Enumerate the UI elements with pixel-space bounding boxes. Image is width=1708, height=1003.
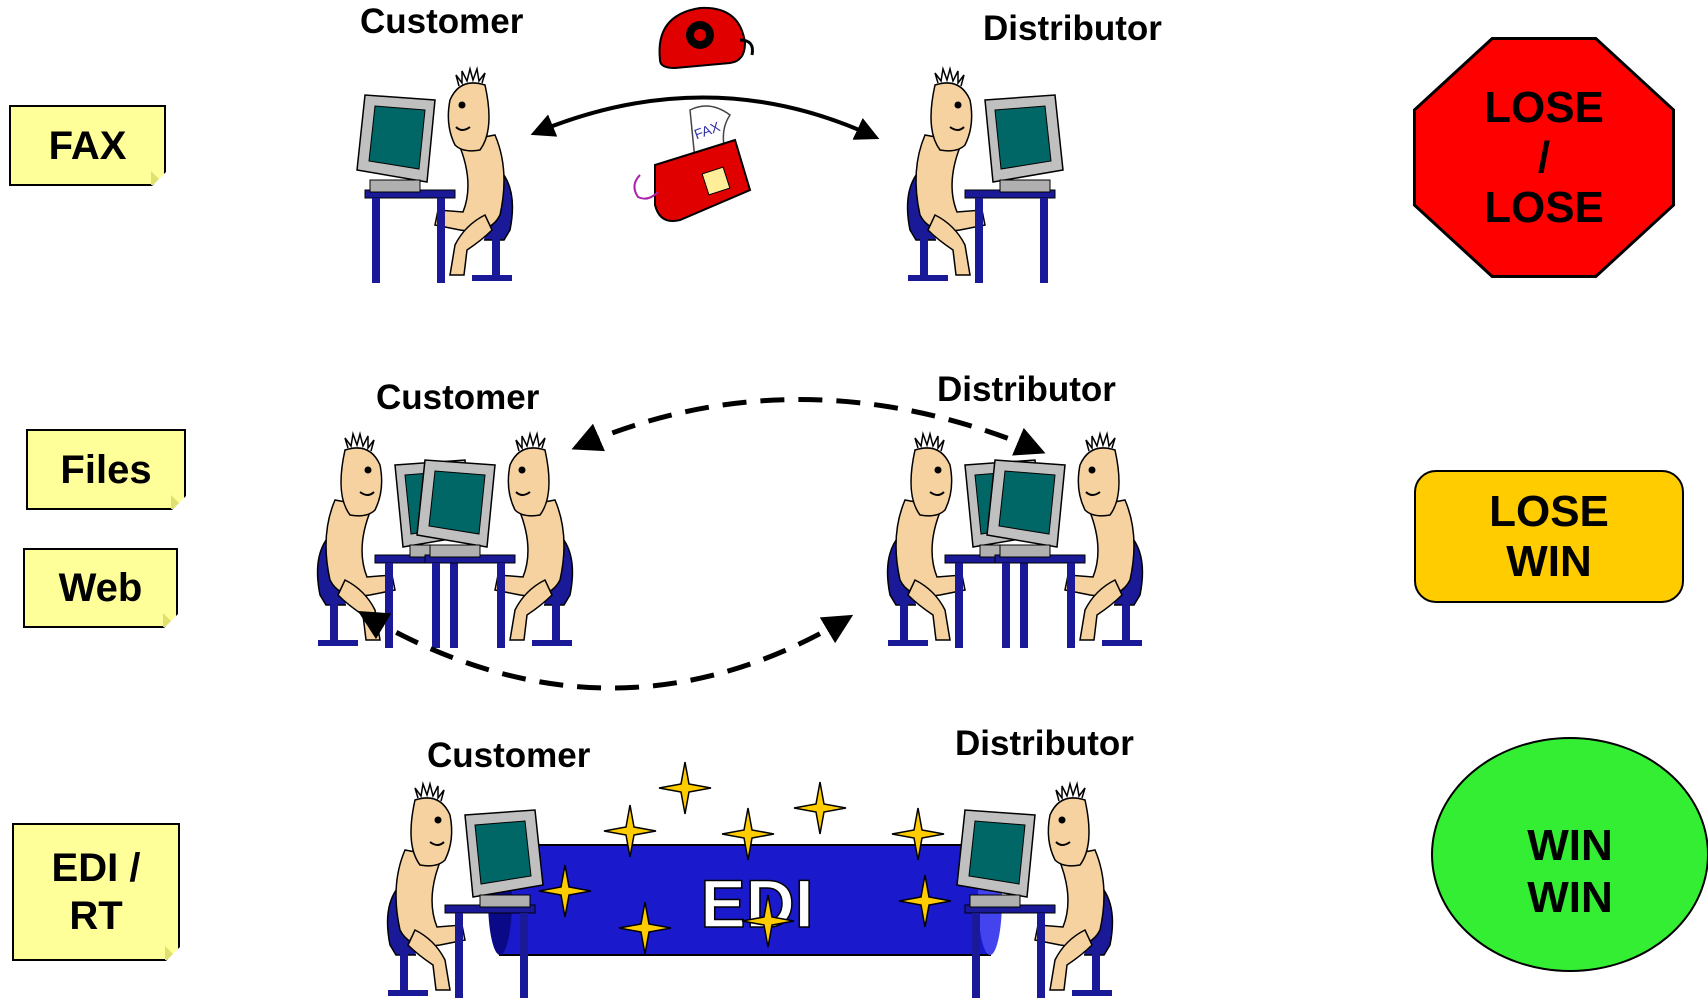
customer-label-row3: Customer [427,736,591,775]
telephone-icon [658,6,754,70]
customer-figures-row2 [316,433,574,649]
outcome-line: LOSE [1484,82,1604,132]
outcome-line: LOSE [1489,486,1609,536]
win-win-label: WIN WIN [1431,820,1708,924]
outcome-line: / [1537,132,1551,182]
distributor-label-row3: Distributor [955,724,1134,763]
distributor-label-row2: Distributor [937,370,1116,409]
distributor-label-row1: Distributor [983,9,1162,48]
customer-label-row1: Customer [360,2,524,41]
files-arrow [571,397,1046,456]
phone-arrow [530,95,880,140]
fax-machine-icon: FAX [633,105,752,222]
method-label: Files [60,447,152,492]
sparkle-icons [538,761,952,955]
method-label: Web [58,566,143,610]
distributor-figure-row1 [906,68,1064,284]
lose-lose-stop-sign: LOSE / LOSE [1416,40,1672,275]
distributor-figures-row2 [886,433,1144,649]
method-note-web: Web [23,548,178,628]
method-label: FAX [48,123,127,168]
win-win-smiley [1431,737,1708,972]
edi-channel-label: EDI [700,866,813,942]
method-note-files: Files [26,429,186,510]
outcome-line: LOSE [1484,182,1604,232]
method-label: EDI / RT [51,846,141,938]
customer-label-row2: Customer [376,378,540,417]
web-arrow [357,610,854,691]
outcome-line: WIN [1527,821,1613,870]
outcome-line: WIN [1506,536,1592,586]
method-note-fax: FAX [9,105,166,186]
customer-figure-row1 [356,68,514,284]
lose-win-box: LOSE WIN [1414,470,1684,603]
outcome-line: WIN [1527,873,1613,922]
